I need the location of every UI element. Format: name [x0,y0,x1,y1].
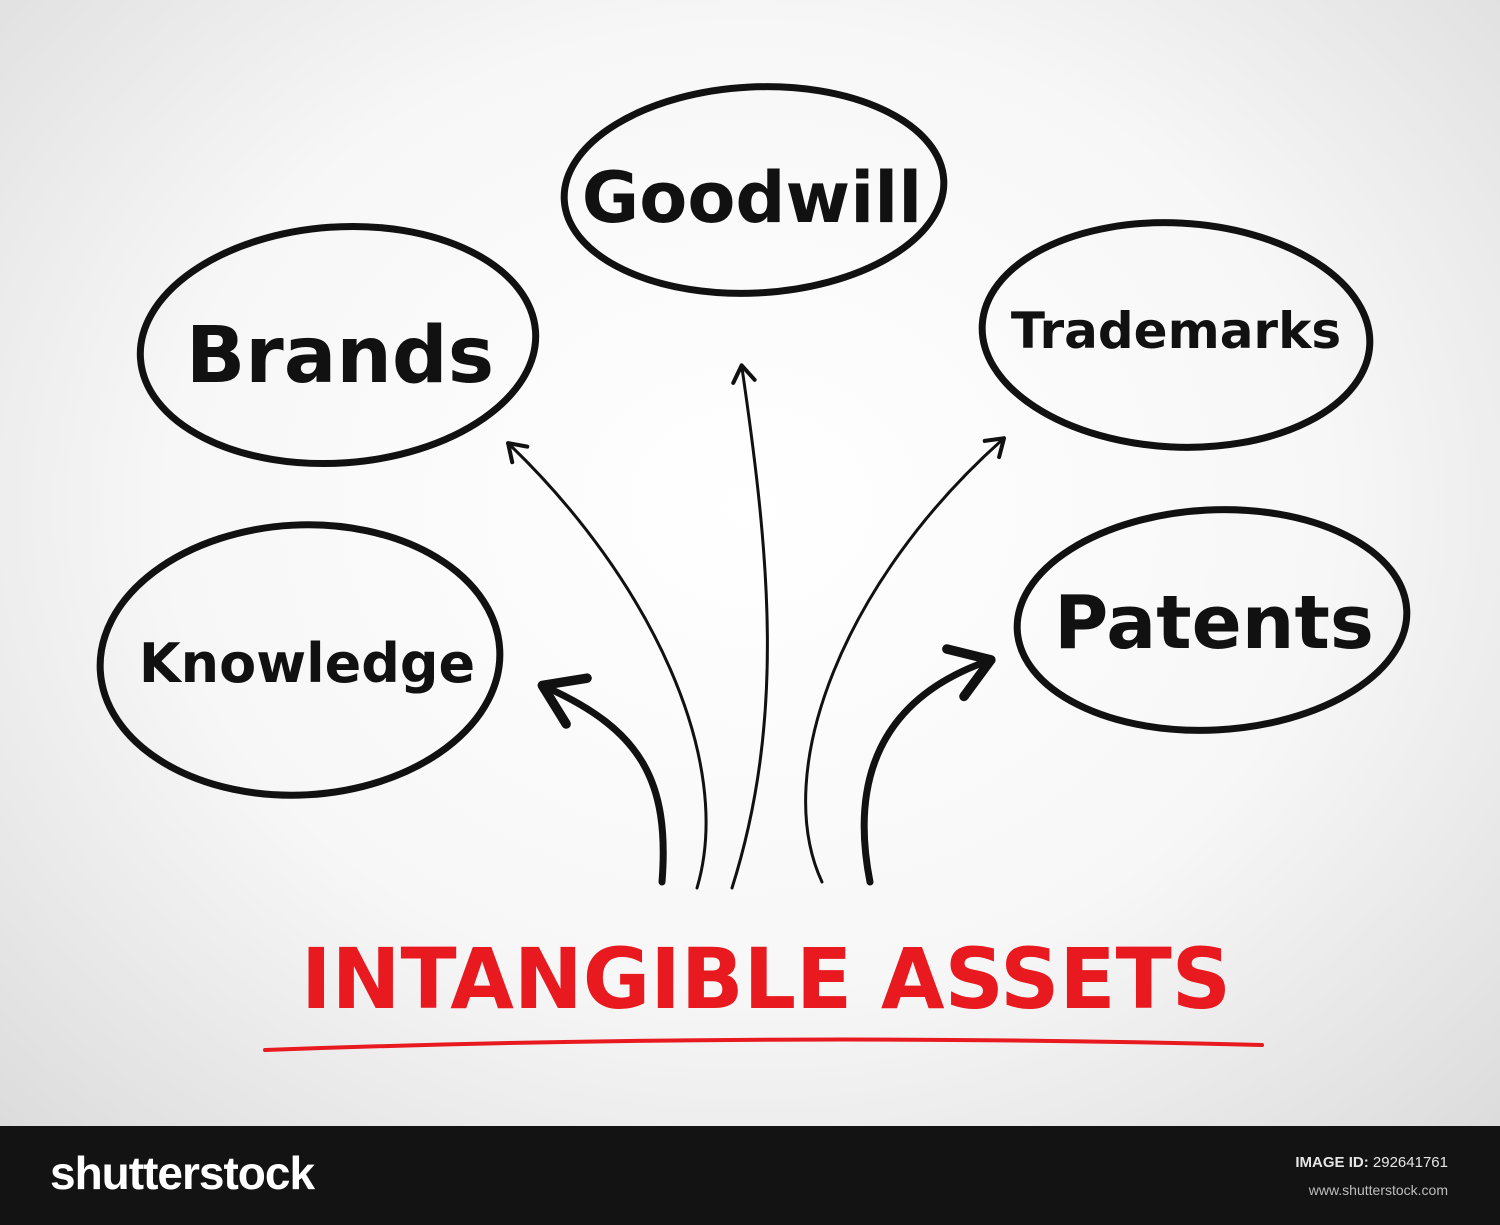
arrow-to-brands [506,441,708,890]
goodwill-bubble [560,83,948,297]
mind-map-diagram: Goodwill Brands Trademarks Knowledge Pat… [96,83,1411,1052]
brands-bubble [136,222,540,468]
trademarks-bubble [978,219,1374,451]
arrow-to-goodwill [730,363,769,890]
patents-bubble [1013,506,1411,734]
stock-footer-bar: shutterstock IMAGE ID: 292641761 www.shu… [0,1126,1500,1225]
image-id-value: 292641761 [1372,1154,1448,1171]
title-underline [263,1037,1264,1052]
goodwill-label: Goodwill [582,157,922,239]
brands-label: Brands [186,311,494,401]
footer-site-url: www.shutterstock.com [1308,1182,1448,1198]
arrow-to-patents [860,644,996,886]
image-id: IMAGE ID: 292641761 [1295,1154,1448,1171]
knowledge-label: Knowledge [139,632,475,695]
patents-label: Patents [1054,580,1374,666]
shutterstock-logo: shutterstock [50,1147,315,1199]
knowledge-bubble [96,521,504,799]
diagram-canvas: Goodwill Brands Trademarks Knowledge Pat… [0,0,1500,1126]
arrow-to-knowledge [537,673,667,886]
image-id-label: IMAGE ID: [1295,1154,1369,1171]
trademarks-label: Trademarks [1011,302,1341,360]
arrow-to-trademarks [804,436,1007,884]
diagram-title: INTANGIBLE ASSETS [301,930,1231,1028]
